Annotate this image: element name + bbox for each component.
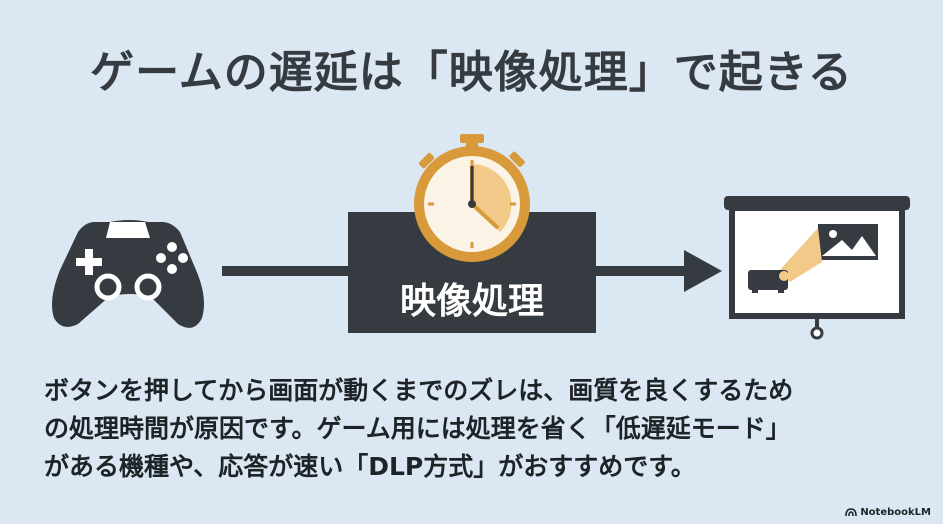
flow-arrowhead — [684, 250, 722, 292]
notebooklm-badge: NotebookLM — [845, 507, 931, 518]
projector-screen-icon — [724, 196, 910, 340]
process-label: 映像処理 — [399, 281, 544, 322]
explanation-line-2: の処理時間が原因です。ゲーム用には処理を省く「低遅延モード」 — [44, 414, 791, 443]
page-title: ゲームの遅延は「映像処理」で起きる — [90, 47, 853, 98]
notebooklm-logo-icon — [845, 508, 858, 517]
explanation-line-1: ボタンを押してから画面が動くまでのズレは、画質を良くするため — [44, 376, 794, 405]
explanation-line-3: がある機種や、応答が速い「DLP方式」がおすすめです。 — [44, 452, 696, 481]
stopwatch-icon — [414, 134, 530, 262]
explanation-text: ボタンを押してから画面が動くまでのズレは、画質を良くするため の処理時間が原因で… — [44, 372, 914, 486]
badge-label: NotebookLM — [860, 507, 931, 518]
gamepad-icon — [52, 220, 204, 328]
